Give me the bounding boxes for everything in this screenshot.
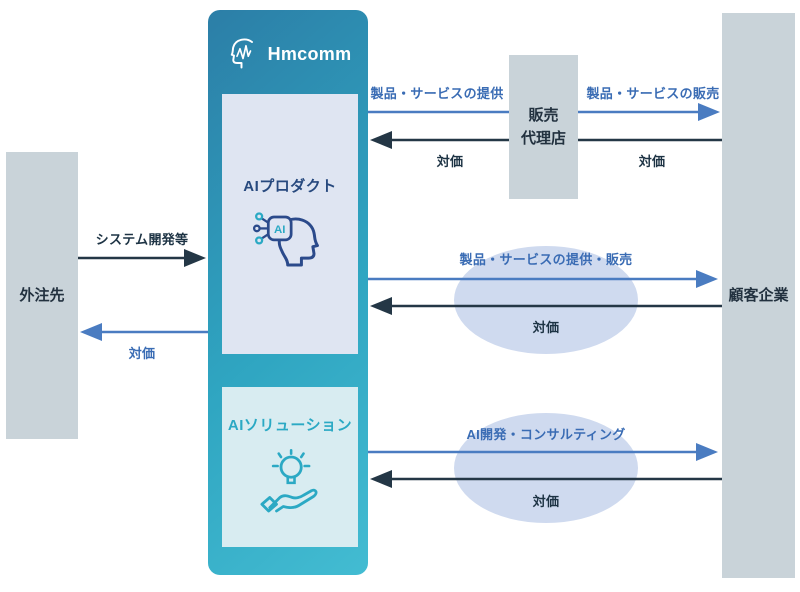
customer-box: 顧客企業 — [722, 13, 795, 578]
label-compensation-top-left: 対価 — [436, 154, 464, 169]
arrow-provide-sell-mid — [368, 270, 718, 288]
ai-product-box: AIプロダクト AI — [222, 94, 358, 354]
arrow-compensation-mid — [370, 297, 722, 315]
outsourcing-box: 外注先 — [6, 152, 78, 439]
highlight-ellipse-mid — [454, 246, 638, 354]
hmcomm-brand-name: Hmcomm — [267, 43, 352, 64]
arrow-compensation-outsource — [80, 323, 208, 341]
idea-hand-icon — [260, 448, 318, 513]
label-ai-consulting: AI開発・コンサルティング — [466, 427, 626, 442]
label-sell-products: 製品・サービスの販売 — [586, 86, 720, 101]
label-provide-products: 製品・サービスの提供 — [370, 86, 504, 101]
label-provide-sell: 製品・サービスの提供・販売 — [459, 252, 633, 267]
label-compensation-mid: 対価 — [532, 320, 560, 335]
sales-agency-box: 販売 代理店 — [509, 55, 578, 199]
label-compensation-top-right: 対価 — [638, 154, 666, 169]
hmcomm-logo: Hmcomm — [208, 36, 368, 72]
ai-solution-label: AIソリューション — [227, 417, 353, 434]
arrow-ai-consulting — [368, 443, 718, 461]
arrow-system-dev — [78, 249, 206, 267]
label-compensation-bottom: 対価 — [532, 494, 560, 509]
ai-head-icon: AI — [252, 212, 319, 267]
label-compensation-outsource: 対価 — [128, 346, 156, 361]
customer-label: 顧客企業 — [728, 286, 789, 304]
hmcomm-head-logo-icon — [230, 38, 253, 69]
hmcomm-container: Hmcomm AIプロダクト AI AIソリューション — [208, 10, 368, 575]
ai-solution-box: AIソリューション — [222, 387, 358, 547]
ai-product-label: AIプロダクト — [243, 178, 337, 195]
outsourcing-label: 外注先 — [19, 286, 65, 304]
sales-agency-label: 販売 代理店 — [520, 106, 566, 147]
highlight-ellipse-bottom — [454, 413, 638, 523]
arrow-compensation-bottom — [370, 470, 722, 488]
label-system-dev: システム開発等 — [95, 232, 189, 247]
ai-chip-text: AI — [274, 224, 285, 236]
